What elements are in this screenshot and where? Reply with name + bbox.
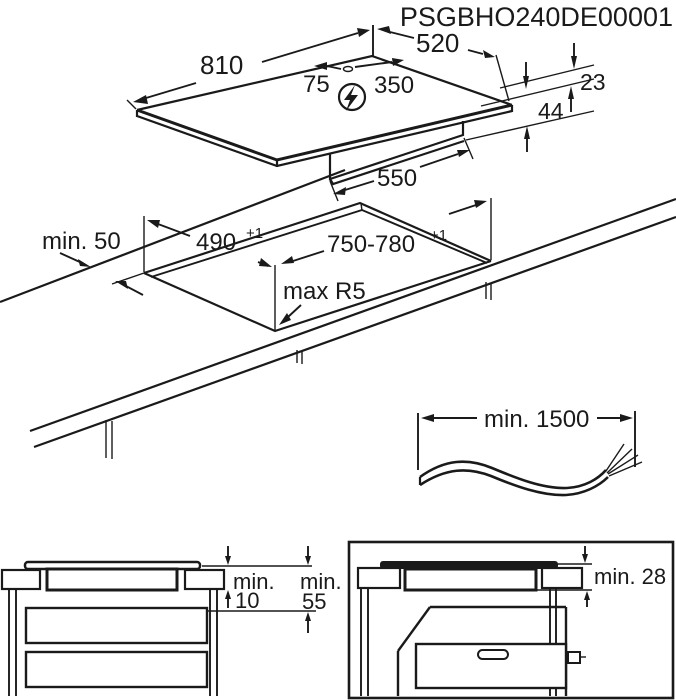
hob-glass-outline <box>135 54 514 168</box>
oven-installation-view: min. 28 <box>347 540 675 700</box>
mains-cable-view: min. 1500 <box>417 406 643 497</box>
dim-23-label: 23 <box>580 69 606 95</box>
oven-handle-icon <box>477 649 509 660</box>
dim-min10-value: 10 <box>235 588 259 613</box>
dim-810: 810 <box>126 28 370 110</box>
dim-520-label: 520 <box>416 28 459 58</box>
cutout-outline <box>143 201 492 333</box>
dim-490-tolerance: +1 <box>246 225 263 242</box>
dim-75-label: 75 <box>303 71 330 98</box>
arrow-up-icon <box>524 126 530 139</box>
lightning-bolt-icon <box>337 82 367 112</box>
arrow-up-icon <box>584 591 590 600</box>
hob-underbox-outline <box>328 121 465 186</box>
oven-door <box>414 642 568 690</box>
cabinet-wall-marks <box>105 282 492 459</box>
arrow-down-icon <box>305 556 311 565</box>
dim-maxR5-label: max R5 <box>283 278 366 305</box>
dim-750-780-label: 750-780 <box>327 231 415 258</box>
dim-min10-word: min. <box>233 569 275 594</box>
dim-min10: min. 10 <box>225 546 275 613</box>
cable-entry-dims: 75 350 <box>303 58 414 99</box>
arrow-up-icon <box>568 86 574 99</box>
dim-min50: min. 50 <box>42 228 144 296</box>
worktop-cutout-view: min. 50 490 +1 750-780 +1 max R5 <box>0 168 676 459</box>
oven-knob-icon <box>567 651 581 664</box>
dim-min28-label: min. 28 <box>594 564 666 589</box>
drawer-front-bottom <box>24 650 209 689</box>
document-id: PSGBHO240DE00001 <box>400 2 673 32</box>
arrow-down-left-icon <box>279 313 291 325</box>
arrow-right-icon <box>392 58 404 66</box>
arrow-up-icon <box>305 612 311 621</box>
worktop-left-section <box>356 566 402 590</box>
arrow-down-icon <box>225 556 231 565</box>
worktop-right-section <box>540 566 584 590</box>
arrow-right-icon <box>483 50 495 58</box>
arrow-down-right-icon <box>259 258 272 267</box>
hob-glass-section <box>380 561 558 569</box>
arrow-up-right-icon <box>474 200 487 208</box>
arrow-left-icon <box>377 26 391 34</box>
drawer-installation-view: min. 10 min. 55 <box>0 546 342 696</box>
worktop-front-edge <box>29 197 676 449</box>
dim-min55-value: 55 <box>302 589 326 614</box>
arrow-right-icon <box>457 150 470 157</box>
arrow-left-icon <box>333 187 346 195</box>
arrow-down-icon <box>582 554 588 563</box>
dim-min55: min. 55 <box>300 546 342 633</box>
dim-750-780-tolerance: +1 <box>430 227 447 244</box>
drawer-front-top <box>24 606 209 645</box>
arrow-down-icon <box>523 76 529 89</box>
arrow-up-icon <box>225 590 231 599</box>
arrow-down-right-icon <box>78 259 91 267</box>
dim-min55-word: min. <box>300 569 342 594</box>
worktop-left-section <box>0 568 42 591</box>
arrow-left-icon <box>421 414 434 422</box>
arrow-up-left-icon <box>147 220 160 228</box>
dim-520: 520 <box>372 25 510 102</box>
dim-490-label: 490 <box>196 229 236 256</box>
cabinet-walls <box>8 589 218 696</box>
worktop-rear-edge <box>0 168 346 304</box>
dim-550-label: 550 <box>377 165 417 192</box>
arrow-up-left-icon <box>115 281 128 289</box>
arrow-left-icon <box>314 62 327 70</box>
dim-min28: min. 28 <box>582 546 666 607</box>
worktop-right-section <box>183 568 226 591</box>
dim-maxR5: max R5 <box>279 278 366 325</box>
dim-min1500-label: min. 1500 <box>484 406 589 433</box>
hob-box-section <box>403 567 538 592</box>
dim-810-label: 810 <box>200 50 243 80</box>
dim-350-label: 350 <box>374 72 414 99</box>
cable-icon <box>418 443 643 497</box>
view-border <box>347 540 675 700</box>
hob-box-section <box>45 567 179 592</box>
arrow-down-left-icon <box>281 256 294 264</box>
arrow-right-icon <box>357 28 370 37</box>
dim-23-44: 23 44 <box>465 43 606 152</box>
arrow-right-icon <box>620 414 633 422</box>
dim-44-label: 44 <box>538 98 564 124</box>
cable-entry-icon <box>342 65 354 73</box>
arrow-down-icon <box>571 56 577 69</box>
arrow-left-icon <box>133 95 148 104</box>
hob-isometric-view: 810 520 75 350 <box>126 25 606 202</box>
oven-icon <box>396 605 586 696</box>
dim-490: 490 +1 <box>147 220 272 267</box>
dim-min50-label: min. 50 <box>42 228 121 255</box>
dim-750-780: 750-780 +1 <box>281 200 487 264</box>
dim-550: 550 <box>329 137 474 202</box>
